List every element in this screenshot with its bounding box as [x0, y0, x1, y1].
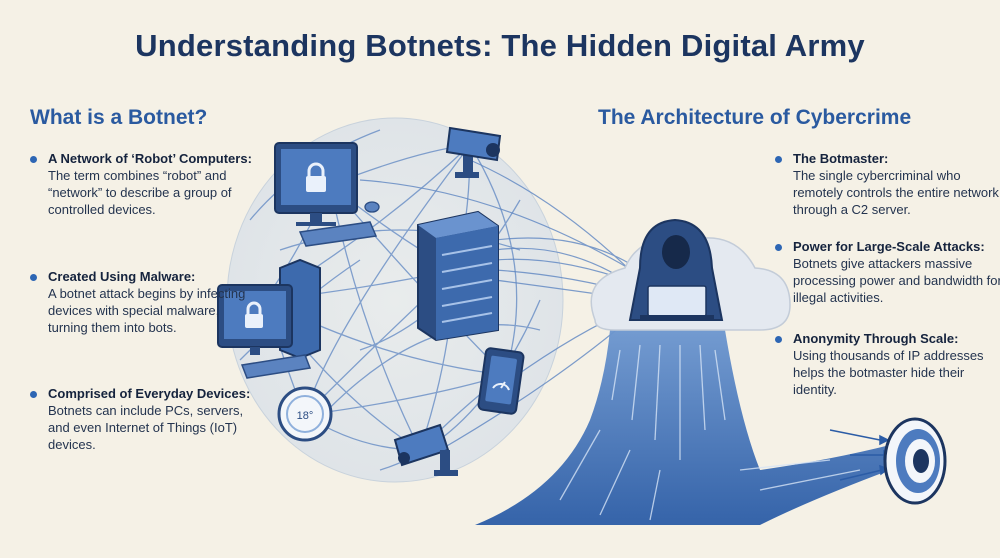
desktop-lock-icon: [274, 142, 380, 247]
right-section-heading: The Architecture of Cybercrime: [598, 106, 912, 129]
pc-tower-lock-icon: [217, 258, 321, 379]
list-item: A Network of ‘Robot’ Computers: The term…: [30, 150, 258, 218]
bullet-body: Botnets give attackers massive processin…: [793, 256, 1000, 305]
left-section-heading: What is a Botnet?: [30, 106, 208, 129]
thermostat-icon: 18°: [277, 386, 333, 442]
hooded-hacker-icon: [590, 218, 791, 331]
list-item: Power for Large-Scale Attacks: Botnets g…: [775, 238, 1000, 306]
bullet-body: The term combines “robot” and “network” …: [48, 168, 232, 217]
server-icon: [417, 210, 499, 342]
bullet-title: Comprised of Everyday Devices:: [48, 386, 251, 401]
bullet-title: A Network of ‘Robot’ Computers:: [48, 151, 252, 166]
tablet-gauge-icon: [477, 347, 525, 415]
bullet-body: Using thousands of IP addresses helps th…: [793, 348, 984, 397]
page-title: Understanding Botnets: The Hidden Digita…: [135, 28, 865, 63]
list-item: The Botmaster: The single cybercriminal …: [775, 150, 1000, 218]
thermostat-reading: 18°: [297, 410, 314, 422]
target-icon: [883, 417, 947, 505]
list-item: Comprised of Everyday Devices: Botnets c…: [30, 385, 258, 453]
bullet-body: The single cybercriminal who remotely co…: [793, 168, 999, 217]
data-stream: [475, 330, 894, 525]
list-item: Created Using Malware: A botnet attack b…: [30, 268, 258, 336]
bullet-title: Created Using Malware:: [48, 269, 196, 284]
bullet-title: Power for Large-Scale Attacks:: [793, 239, 985, 254]
security-camera-icon: [445, 126, 502, 178]
list-item: Anonymity Through Scale: Using thousands…: [775, 330, 1000, 398]
bullet-body: A botnet attack begins by infecting devi…: [48, 286, 246, 335]
security-camera-icon: [393, 423, 458, 476]
bullet-body: Botnets can include PCs, servers, and ev…: [48, 403, 244, 452]
bullet-title: Anonymity Through Scale:: [793, 331, 959, 346]
bullet-title: The Botmaster:: [793, 151, 889, 166]
